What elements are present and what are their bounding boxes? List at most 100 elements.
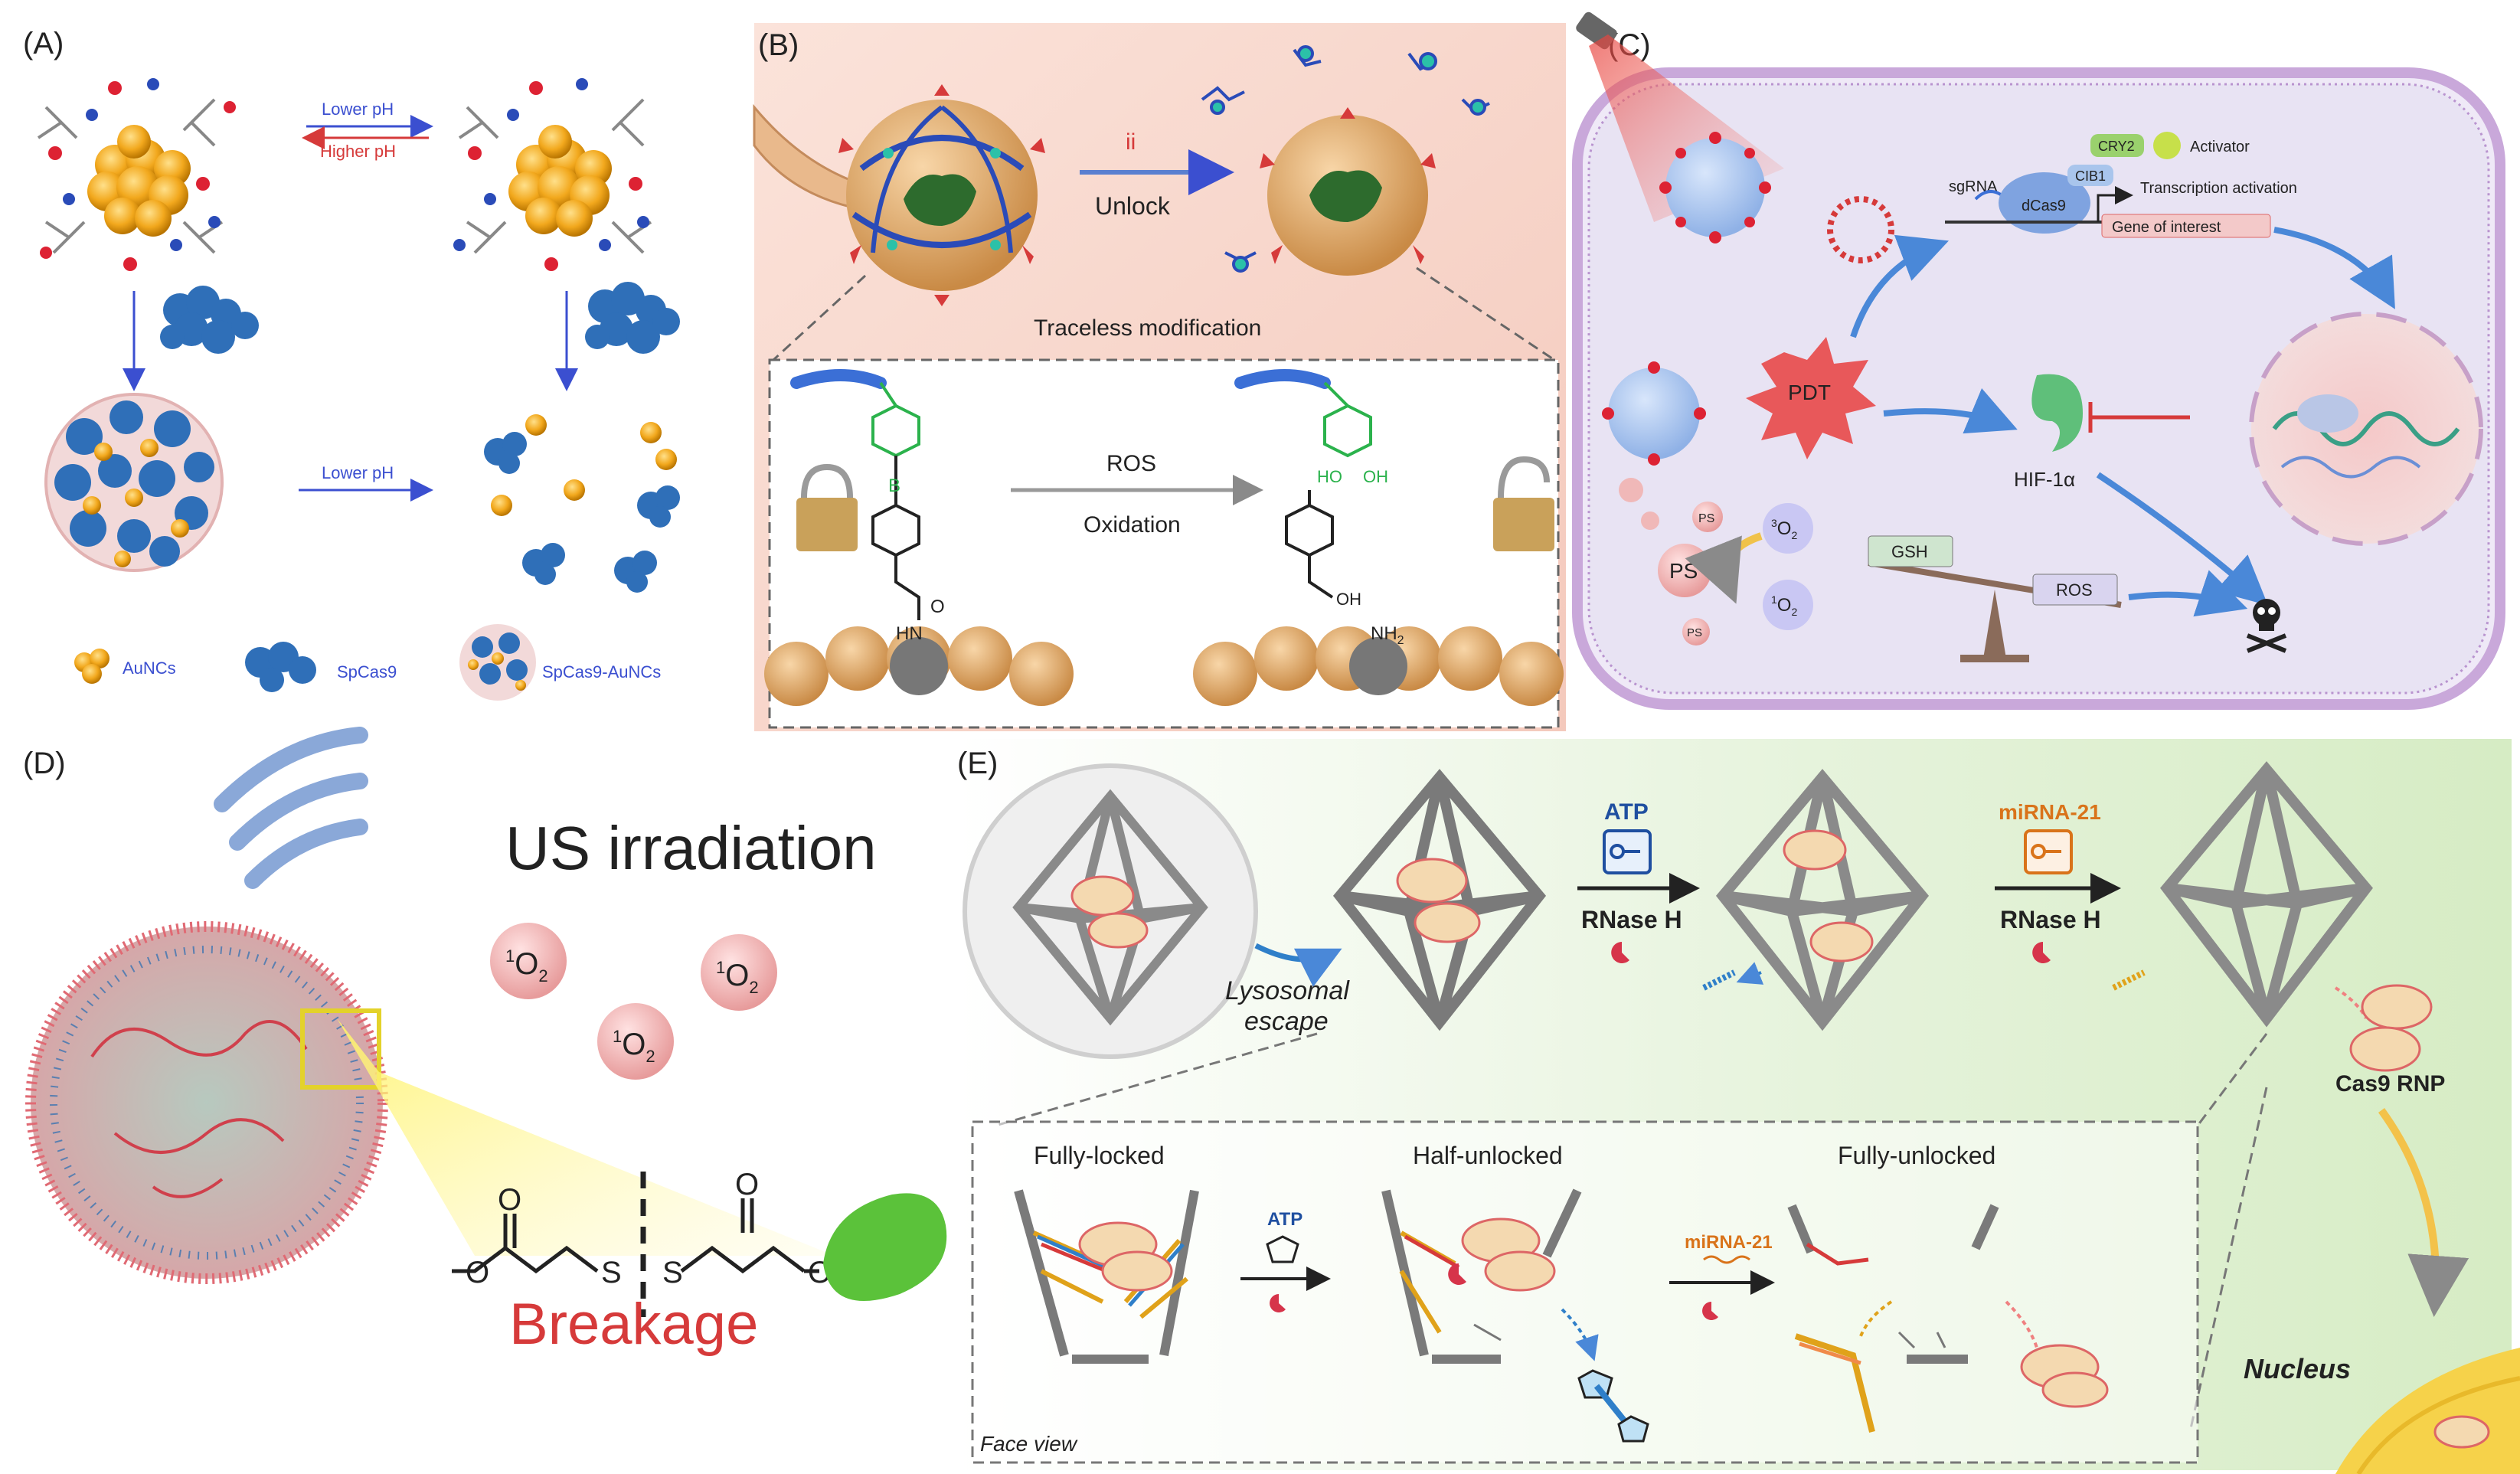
gold-core xyxy=(87,125,191,237)
lower-ph-label: Lower pH xyxy=(322,100,394,119)
ps-label-small-1: PS xyxy=(1698,512,1714,525)
atp-key: ATP RNase H xyxy=(1577,799,1700,963)
released-strand-yellow xyxy=(2112,969,2146,991)
atp-small-label: ATP xyxy=(1267,1209,1302,1230)
mirna-small-label: miRNA-21 xyxy=(1685,1232,1773,1253)
transcription-label: Transcription activation xyxy=(2140,180,2297,197)
us-irradiation-label: US irradiation xyxy=(505,814,877,882)
fully-locked-label: Fully-locked xyxy=(1034,1142,1165,1169)
ps-label: PS xyxy=(1669,559,1698,583)
ultrasound-waves-icon xyxy=(214,727,368,889)
lower-ph-label-2: Lower pH xyxy=(322,463,394,482)
rnase-h-2: RNase H xyxy=(2000,906,2101,933)
legend-aunc: AuNCs xyxy=(123,659,176,678)
step-ii: ii xyxy=(1126,129,1136,155)
oxidation-label: Oxidation xyxy=(1084,512,1181,538)
ros-label-c: ROS xyxy=(2056,580,2093,600)
cargo-1 xyxy=(1070,875,1149,949)
hn-label: HN xyxy=(896,623,923,644)
singlet-oxygen-1: 1O2 xyxy=(490,923,567,999)
mirna-label: miRNA-21 xyxy=(1999,800,2101,824)
unlock-label: Unlock xyxy=(1095,192,1171,220)
pdt-label: PDT xyxy=(1788,381,1831,404)
sonosensitive-nanoparticle xyxy=(25,921,388,1284)
ph-equilibrium-arrows: Lower pH Higher pH xyxy=(302,100,433,161)
gsh-label: GSH xyxy=(1891,542,1928,561)
zoom-beam xyxy=(337,1018,835,1256)
thioketal-linker xyxy=(452,1198,819,1274)
arrow-pdt-to-hif xyxy=(1883,388,2018,434)
panel-a-legend: AuNCs SpCas9 SpCas9-AuNCs xyxy=(74,624,661,701)
atp-label: ATP xyxy=(1604,799,1649,825)
pdt-burst: PDT xyxy=(1746,337,1876,459)
nucleus-e xyxy=(2335,1348,2520,1474)
oh-bottom-label: OH xyxy=(1336,590,1361,609)
rnase-h-1: RNase H xyxy=(1581,906,1682,933)
ros-cleavage-inset: B O HN ROS Oxidation HO OH OH xyxy=(764,358,1564,729)
carbonyl-o: O xyxy=(930,596,945,617)
cas9-rnp-label: Cas9 RNP xyxy=(2335,1071,2445,1097)
plasmid xyxy=(1827,196,1894,263)
spcas9-protein-left xyxy=(160,286,259,354)
ps-label-small-2: PS xyxy=(1687,626,1702,639)
arrow-to-nucleus xyxy=(2378,1108,2469,1317)
singlet-oxygen-3: 1O2 xyxy=(597,1003,674,1080)
released-components xyxy=(484,414,680,593)
escape-label: escape xyxy=(1244,1007,1329,1036)
nh2-label: NH2 xyxy=(1371,623,1404,647)
triplet-o2: 3O2 xyxy=(1771,517,1797,541)
gold-core-2 xyxy=(508,125,612,237)
cas9-rnp-released xyxy=(2349,984,2433,1072)
panel-c: (C) sgRNA dCas9 CIB1 CRY2 Activator Tran… xyxy=(1572,11,2505,710)
ho-label: HO xyxy=(1317,467,1342,486)
face-view-label: Face view xyxy=(980,1432,1078,1456)
locked-nanocapsule xyxy=(838,84,1045,306)
unlock-arrow: ii Unlock xyxy=(1080,129,1234,220)
carbonyl-o-left: O xyxy=(498,1183,521,1217)
activator-label: Activator xyxy=(2190,139,2250,155)
nucleus-label: Nucleus xyxy=(2244,1353,2351,1384)
oh-label-2: OH xyxy=(1363,467,1388,486)
boron-atom: B xyxy=(888,476,900,496)
unlocked-nanocapsule xyxy=(1260,107,1436,276)
cargo-3 xyxy=(1783,829,1874,963)
photosensitizer-cluster: PS PS PS 3O2 1O2 xyxy=(1619,478,1813,645)
arrow-pdt-to-crispr xyxy=(1850,234,1949,338)
sulfur-2: S xyxy=(662,1256,683,1289)
aunc-cluster-top-right xyxy=(453,78,652,271)
panel-d-label: (D) xyxy=(23,747,66,780)
cargo-2 xyxy=(1396,858,1481,943)
nucleus-c xyxy=(2249,312,2483,546)
svg-text:1O2: 1O2 xyxy=(613,1027,655,1066)
singlet-o2: 1O2 xyxy=(1771,593,1797,618)
panel-d: (D) US irradiation 1O2 1O2 1O2 xyxy=(23,727,947,1357)
released-strand-blue xyxy=(1702,969,1736,991)
higher-ph-label: Higher pH xyxy=(320,142,396,161)
panel-b-label: (B) xyxy=(758,28,799,62)
ester-o-left: O xyxy=(466,1256,489,1289)
spcas9-aunc-complex xyxy=(44,393,224,572)
cry2-label: CRY2 xyxy=(2098,139,2135,154)
arrow-gene-to-nucleus xyxy=(2273,227,2395,309)
panel-b: (B) ii Unlock xyxy=(753,23,1566,731)
mirna-key: miRNA-21 RNase H xyxy=(1995,800,2121,963)
spcas9-protein-right xyxy=(585,282,680,354)
svg-text:1O2: 1O2 xyxy=(716,958,759,997)
nanoparticle-top xyxy=(1659,132,1771,243)
atp-aptamer-complex xyxy=(1577,1369,1649,1443)
gene-of-interest-label: Gene of interest xyxy=(2112,219,2221,236)
ros-label: ROS xyxy=(1106,451,1156,476)
hif-label: HIF-1α xyxy=(2014,468,2075,491)
dna-octahedron-3 xyxy=(1715,769,1930,1031)
face-view-inset: Fully-locked Half-unlocked Fully-unlocke… xyxy=(971,1120,2199,1464)
lower-ph-arrow-2: Lower pH xyxy=(299,463,433,502)
carbonyl-o-right: O xyxy=(735,1168,759,1201)
legend-complex: SpCas9-AuNCs xyxy=(542,662,661,681)
skull-icon xyxy=(2246,599,2287,653)
dna-octahedron-4 xyxy=(2160,761,2373,1028)
svg-text:1O2: 1O2 xyxy=(505,946,548,985)
crispra-complex: sgRNA dCas9 CIB1 CRY2 Activator Transcri… xyxy=(1945,132,2297,238)
hif1a-protein: HIF-1α xyxy=(2014,374,2083,491)
aunc-cluster-top-left xyxy=(37,78,236,271)
